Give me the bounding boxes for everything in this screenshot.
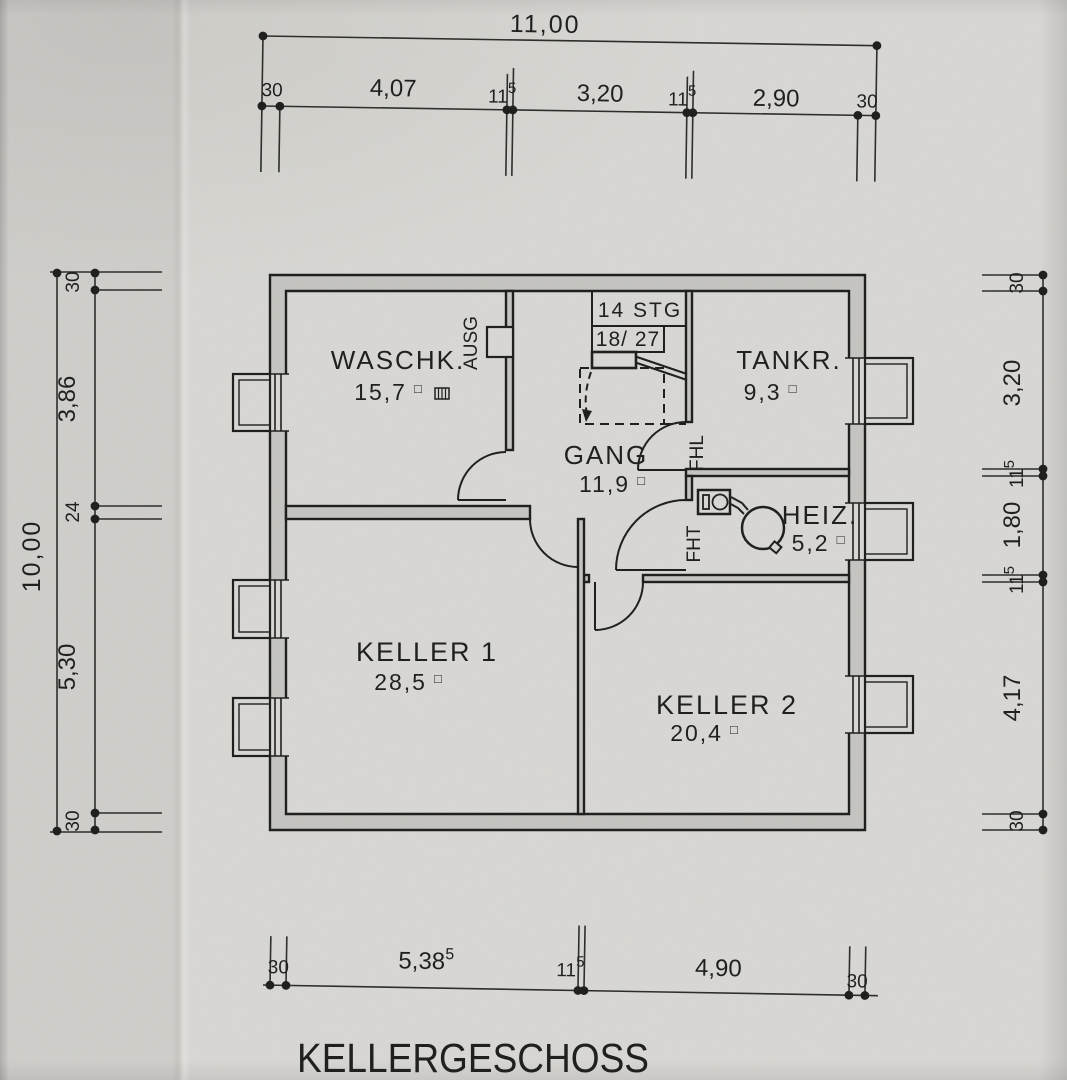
floorplan-svg: WASCHK. 15,7□ TANKR. 9,3□ GANG 11,9□ HEI… <box>0 0 1067 1080</box>
blueprint-scan: WASCHK. 15,7□ TANKR. 9,3□ GANG 11,9□ HEI… <box>0 0 1067 1080</box>
paper-grain <box>0 0 1067 1080</box>
